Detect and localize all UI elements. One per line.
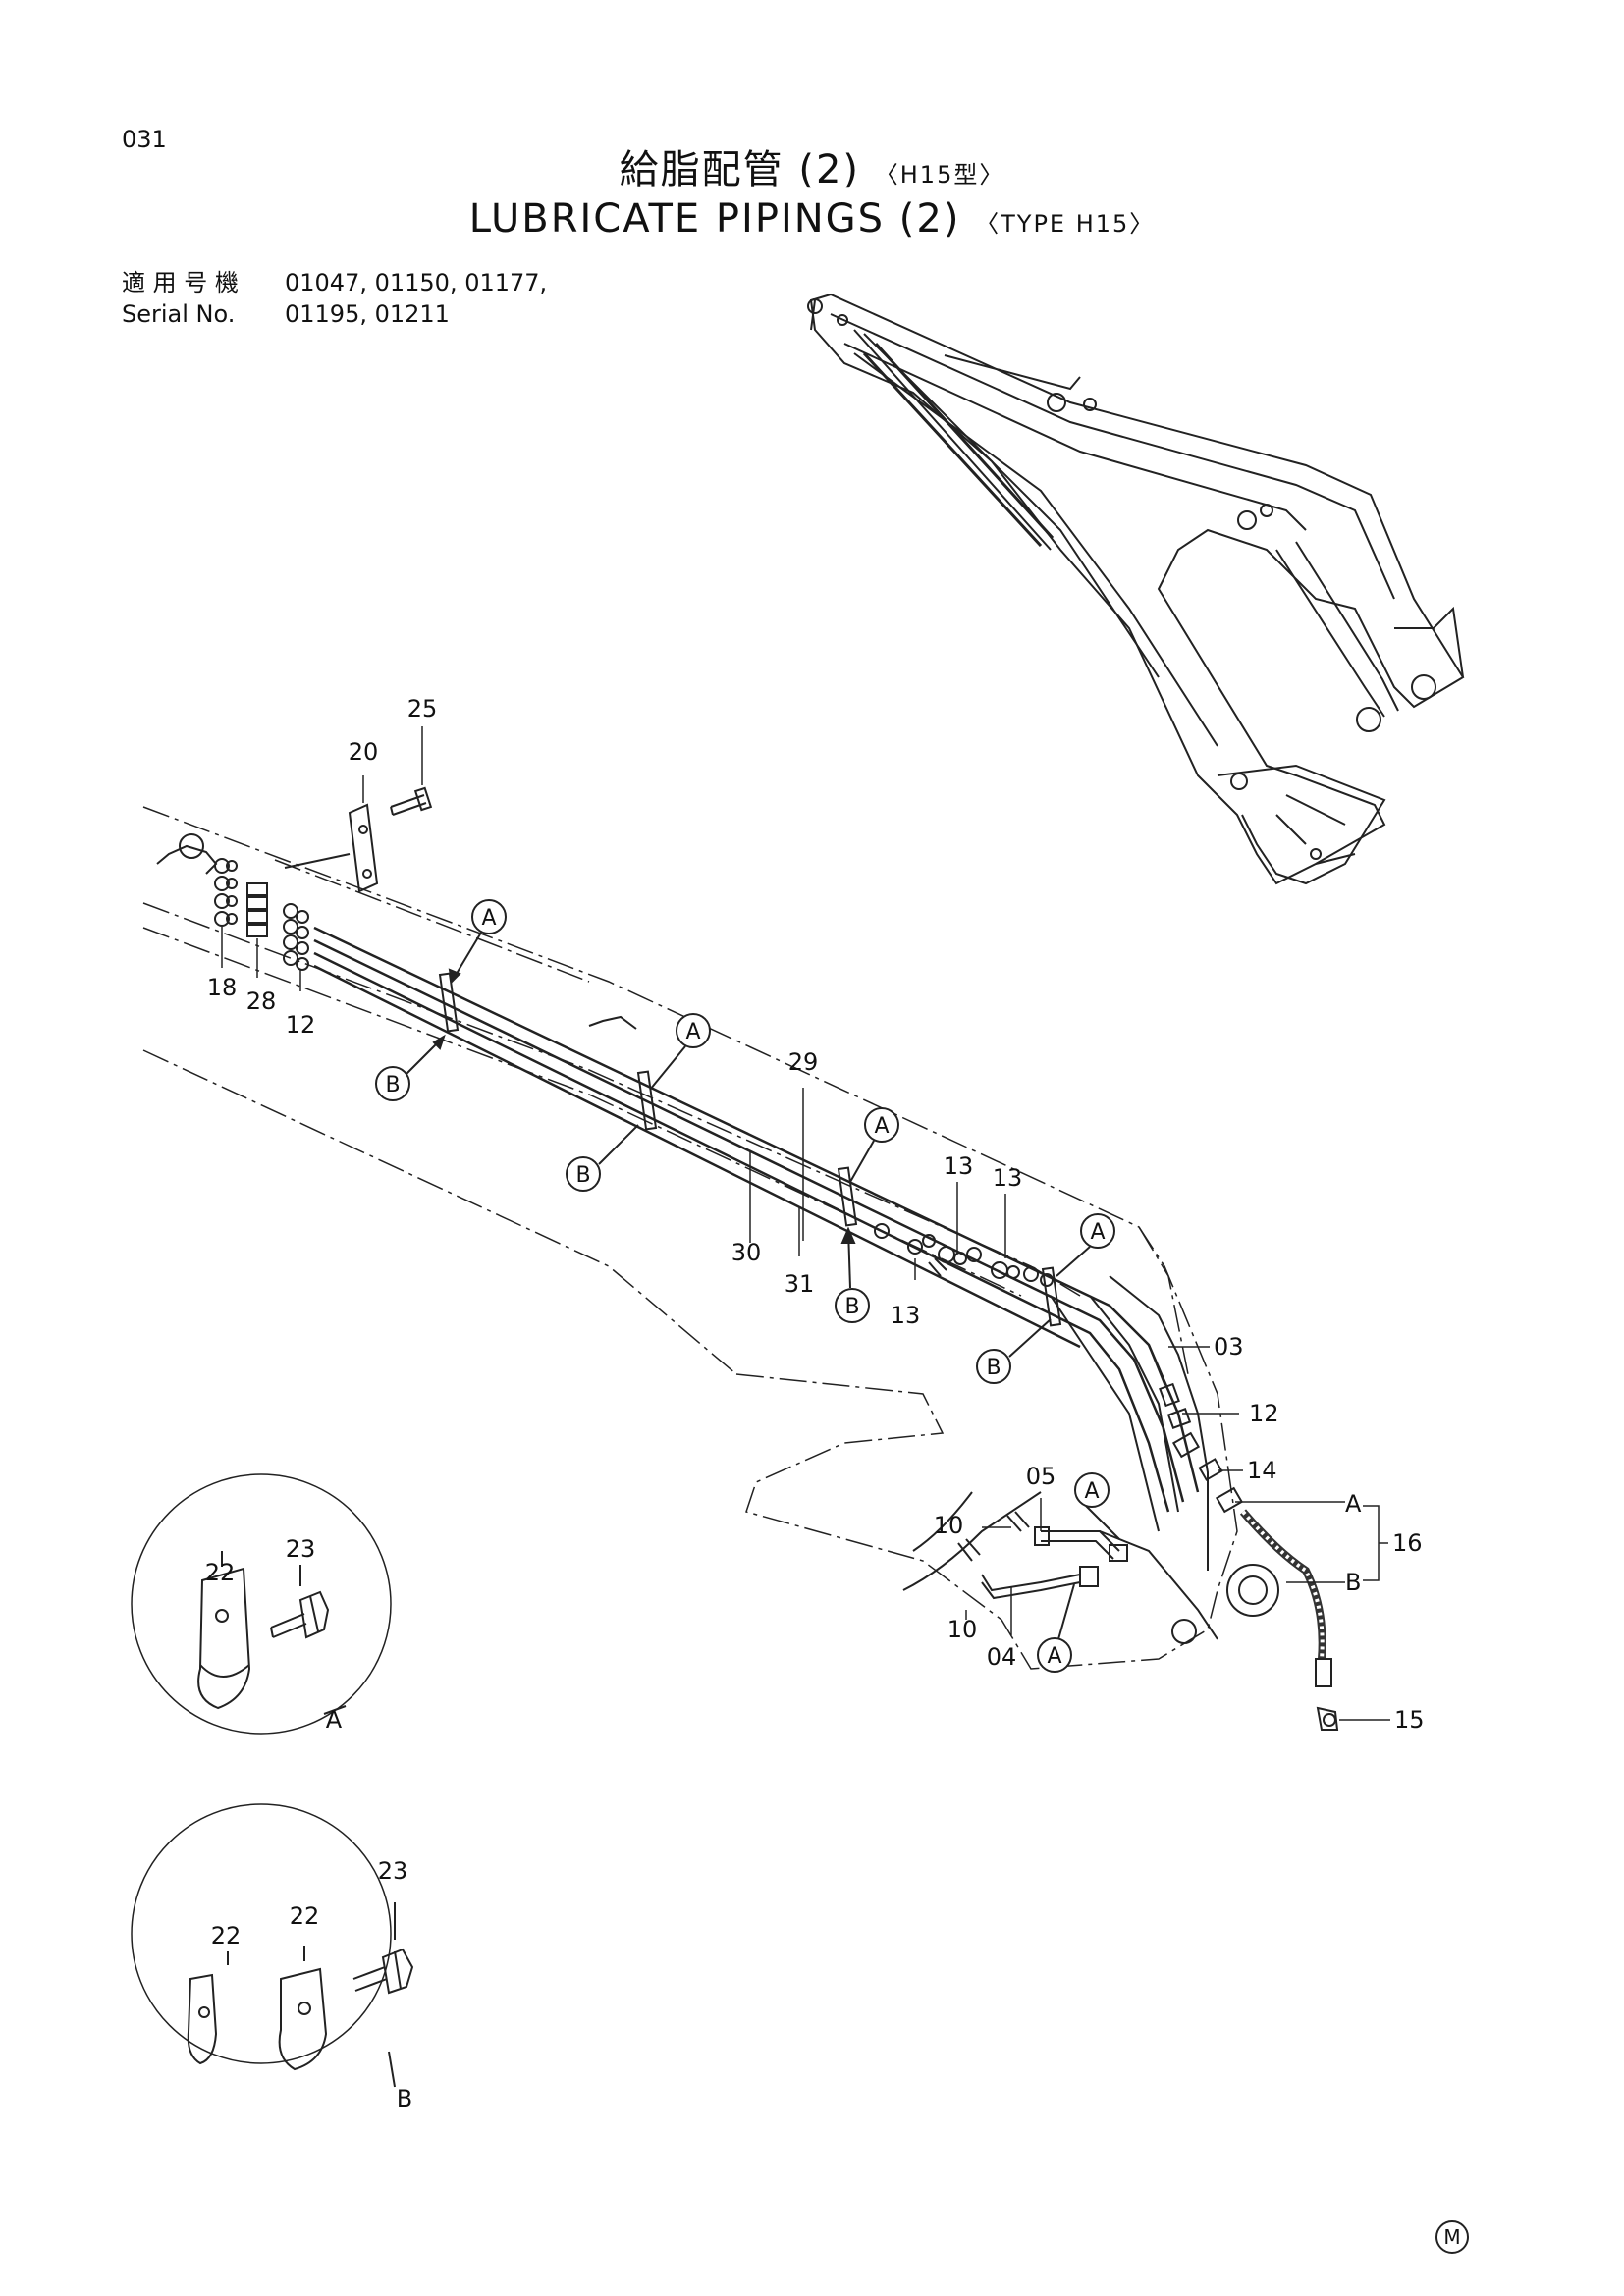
title-ja-suffix: 〈H15型〉 xyxy=(874,161,1005,188)
title-ja-text: 給脂配管 (2) xyxy=(619,147,861,192)
title-en-text: LUBRICATE PIPINGS (2) xyxy=(468,196,961,241)
pipe-clips xyxy=(438,972,1062,1327)
clip-marker-a-label: A xyxy=(685,1020,700,1044)
callout-13: 13 xyxy=(944,1152,974,1180)
callout-31: 31 xyxy=(785,1270,815,1298)
page-number: 031 xyxy=(122,126,167,153)
clip-marker-a-label: A xyxy=(874,1114,889,1139)
callout-29: 29 xyxy=(788,1048,819,1076)
clip-marker-a: A xyxy=(1080,1213,1115,1249)
clip-marker-a: A xyxy=(676,1013,711,1048)
detail-a-callout-23: 23 xyxy=(286,1535,316,1563)
callout-13: 13 xyxy=(891,1302,921,1329)
callout-04: 04 xyxy=(987,1643,1017,1671)
hose-16 xyxy=(1239,1509,1339,1731)
fittings-right xyxy=(1148,1344,1244,1514)
fittings-left-cluster xyxy=(214,858,309,971)
title-japanese: 給脂配管 (2) 〈H15型〉 xyxy=(0,137,1624,194)
clip-marker-b: B xyxy=(566,1156,601,1192)
callout-28: 28 xyxy=(246,988,277,1015)
callouts: 20 25 18 28 12 29 30 31 13 13 13 03 12 1… xyxy=(205,695,1425,2112)
callout-10: 10 xyxy=(934,1512,964,1539)
fittings-lower xyxy=(957,1511,1128,1600)
clip-marker-b: B xyxy=(375,1066,410,1101)
title-english: LUBRICATE PIPINGS (2) 〈TYPE H15〉 xyxy=(0,196,1624,241)
detail-b-callout-22: 22 xyxy=(211,1922,242,1949)
clip-marker-a-label: A xyxy=(481,906,496,931)
fittings-13 xyxy=(874,1223,1054,1287)
callout-12: 12 xyxy=(286,1011,316,1039)
serial-line-2: 01195, 01211 xyxy=(285,300,450,328)
marker-arrows xyxy=(406,932,1120,1640)
callout-15: 15 xyxy=(1394,1706,1425,1734)
arm-body xyxy=(156,833,1279,1644)
lube-pipes xyxy=(313,926,1200,1513)
serial-block: 適 用 号 機 01047, 01150, 01177, Serial No. 01… xyxy=(122,267,547,330)
clip-marker-a-label: A xyxy=(1084,1479,1099,1504)
detail-a-label: A xyxy=(326,1706,343,1734)
callout-25: 25 xyxy=(407,695,438,722)
detail-b-callout-23: 23 xyxy=(378,1857,408,1885)
leader-lines xyxy=(221,726,1390,1721)
footer-m-mark: M xyxy=(1435,2220,1469,2254)
callout-13: 13 xyxy=(993,1164,1023,1192)
clip-marker-a: A xyxy=(471,899,507,934)
callout-03: 03 xyxy=(1214,1333,1244,1361)
clip-marker-b-label: B xyxy=(385,1073,400,1097)
title-en-suffix: 〈TYPE H15〉 xyxy=(975,210,1156,238)
clip-marker-a-label: A xyxy=(1047,1644,1061,1669)
clip-marker-a: A xyxy=(1037,1637,1072,1673)
clip-marker-b-label: B xyxy=(575,1163,590,1188)
clip-marker-b-label: B xyxy=(844,1295,859,1319)
callout-a-hose: A xyxy=(1345,1490,1362,1518)
serial-line-1: 01047, 01150, 01177, xyxy=(285,269,548,296)
detail-b-label: B xyxy=(397,2085,412,2112)
detail-a-callout-22: 22 xyxy=(205,1559,236,1586)
serial-label-ja: 適 用 号 機 xyxy=(122,269,239,296)
callout-14: 14 xyxy=(1247,1457,1277,1484)
detail-b-callout-22: 22 xyxy=(290,1902,320,1930)
clip-marker-a: A xyxy=(1074,1472,1110,1508)
callout-12: 12 xyxy=(1249,1400,1279,1427)
clip-marker-b: B xyxy=(835,1288,870,1323)
clip-markers: A B A B A B A B A A xyxy=(375,899,1115,1673)
callout-16: 16 xyxy=(1392,1529,1423,1557)
overview-excavator-arm xyxy=(807,293,1465,885)
callout-05: 05 xyxy=(1026,1463,1056,1490)
detail-b xyxy=(131,1803,414,2088)
clip-marker-a: A xyxy=(864,1107,899,1143)
callout-20: 20 xyxy=(349,738,379,766)
bolt-25 xyxy=(390,786,433,816)
bracket-20 xyxy=(284,803,379,893)
callout-10: 10 xyxy=(947,1616,978,1643)
serial-label-en: Serial No. xyxy=(122,300,236,328)
callout-b-hose: B xyxy=(1345,1569,1361,1596)
clip-marker-b: B xyxy=(976,1349,1011,1384)
clip-marker-a-label: A xyxy=(1090,1220,1105,1245)
callout-30: 30 xyxy=(731,1239,762,1266)
detail-a xyxy=(131,1473,392,1735)
clip-marker-b-label: B xyxy=(986,1356,1001,1380)
callout-18: 18 xyxy=(207,974,238,1001)
